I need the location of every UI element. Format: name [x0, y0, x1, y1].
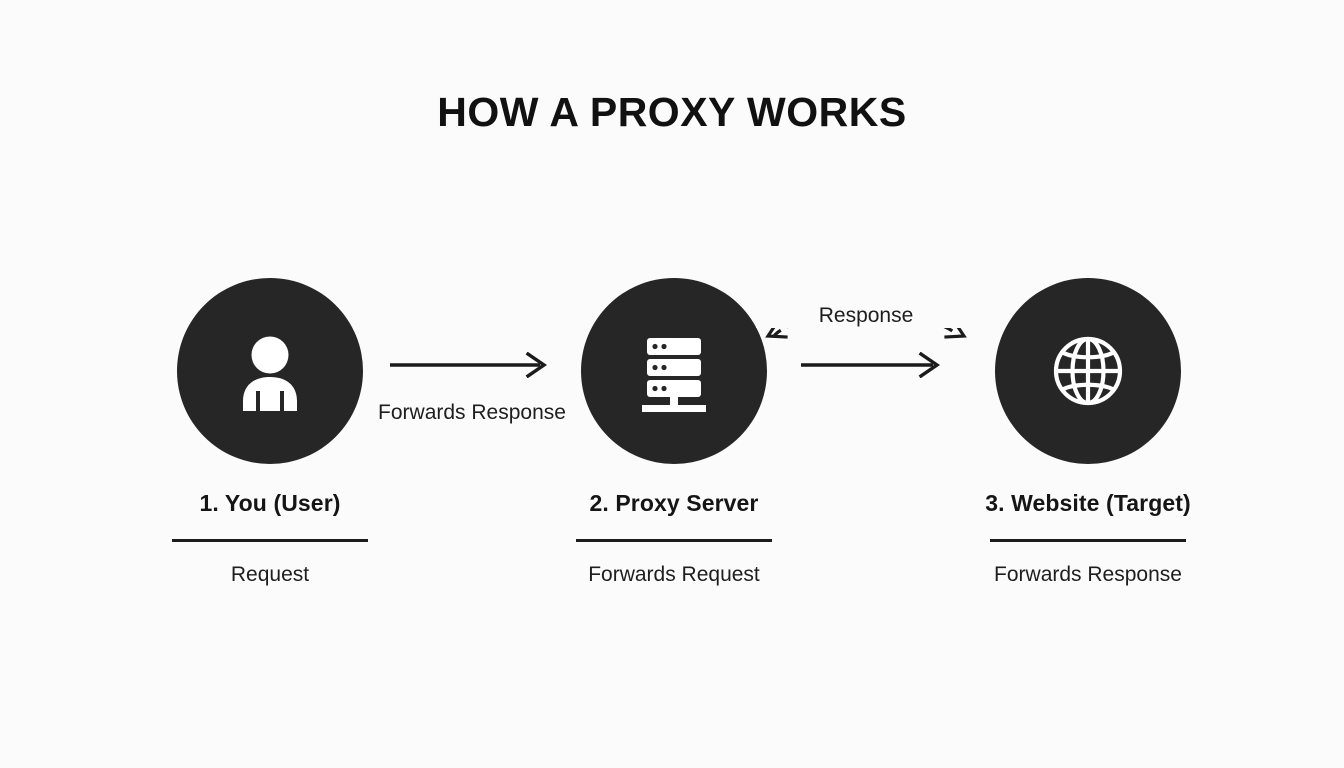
- node-user: 1. You (User) Request: [140, 278, 400, 587]
- node-proxy: 2. Proxy Server Forwards Request: [544, 278, 804, 587]
- arrow-right-icon: [799, 351, 949, 382]
- arrow-right-icon: [388, 351, 556, 382]
- user-circle: [177, 278, 363, 464]
- node-website-caption: Forwards Response: [994, 562, 1182, 586]
- node-website-title: 3. Website (Target): [985, 490, 1191, 516]
- server-icon: [626, 323, 722, 419]
- node-user-caption: Request: [230, 562, 310, 586]
- connector-user-to-proxy: Forwards Response: [372, 351, 572, 425]
- node-proxy-title: 2. Proxy Server: [589, 490, 759, 516]
- connector-proxy-to-website: [792, 351, 956, 401]
- response-arc-label: Response: [756, 304, 976, 328]
- page-title: HOW A PROXY WORKS: [437, 89, 907, 135]
- node-website: 3. Website (Target) Forwards Response: [958, 278, 1218, 587]
- node-website-divider: [990, 539, 1186, 542]
- node-proxy-divider: [576, 539, 772, 542]
- node-proxy-caption: Forwards Request: [588, 562, 760, 586]
- globe-icon: [1040, 323, 1136, 419]
- node-user-divider: [172, 539, 368, 542]
- connector-user-to-proxy-label: Forwards Response: [378, 401, 566, 424]
- proxy-circle: [581, 278, 767, 464]
- website-circle: [995, 278, 1181, 464]
- user-icon: [222, 323, 318, 419]
- node-user-title: 1. You (User): [199, 490, 341, 516]
